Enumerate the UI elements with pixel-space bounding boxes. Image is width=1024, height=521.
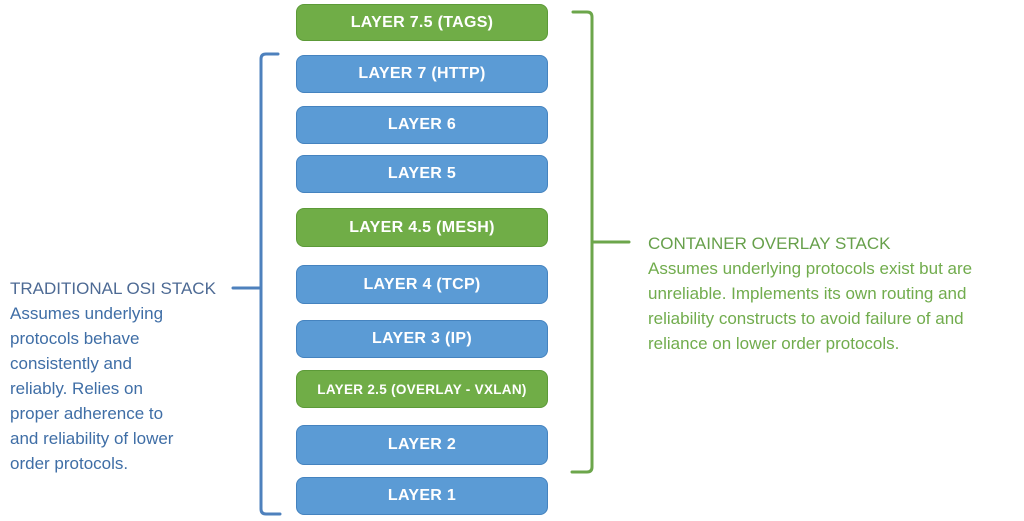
layer-box-6: LAYER 6: [296, 106, 548, 144]
traditional-osi-annotation: TRADITIONAL OSI STACK Assumes underlying…: [10, 276, 245, 476]
container-overlay-title: CONTAINER OVERLAY STACK: [648, 234, 891, 253]
layer-box-2-5-overlay: LAYER 2.5 (OVERLAY - VXLAN): [296, 370, 548, 408]
layer-box-1: LAYER 1: [296, 477, 548, 515]
container-overlay-annotation: CONTAINER OVERLAY STACK Assumes underlyi…: [648, 231, 1024, 356]
layer-box-3-ip: LAYER 3 (IP): [296, 320, 548, 358]
traditional-osi-title: TRADITIONAL OSI STACK: [10, 279, 216, 298]
layer-box-4-tcp: LAYER 4 (TCP): [296, 265, 548, 304]
layer-box-7-5-tags: LAYER 7.5 (TAGS): [296, 4, 548, 41]
container-overlay-description: Assumes underlying protocols exist but a…: [648, 259, 973, 353]
layer-box-7-http: LAYER 7 (HTTP): [296, 55, 548, 93]
layer-box-5: LAYER 5: [296, 155, 548, 193]
overlay-stack-bracket: [570, 10, 631, 474]
layer-box-4-5-mesh: LAYER 4.5 (MESH): [296, 208, 548, 247]
layer-box-2: LAYER 2: [296, 425, 548, 465]
